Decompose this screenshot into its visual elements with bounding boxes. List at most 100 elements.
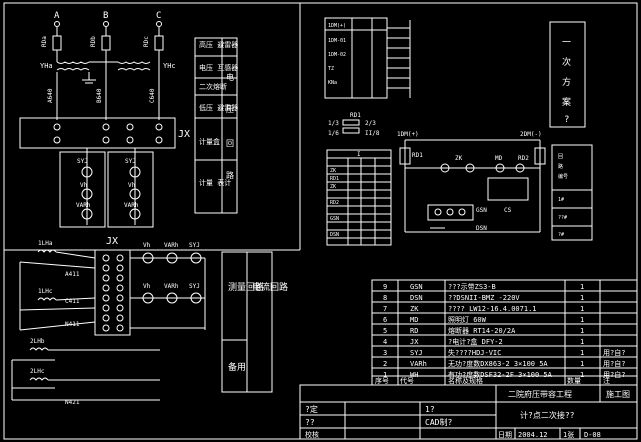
scheme-title-1: 一 bbox=[562, 38, 571, 48]
tb-cad-value: CAD制? bbox=[425, 417, 452, 427]
legend-lv-arrester: 低压 避雷器 bbox=[199, 103, 238, 112]
legend-side-3: 回 bbox=[226, 139, 234, 148]
bom-cell-no: 8 bbox=[383, 294, 387, 302]
fuse-c-label: RDc bbox=[143, 36, 150, 47]
bom-cell-note: 用?自? bbox=[603, 370, 625, 379]
jx-bottom-terminals bbox=[102, 254, 124, 332]
scheme-title-box bbox=[549, 21, 586, 128]
wire-a411-label: A411 bbox=[65, 271, 80, 278]
scheme-title-5: ? bbox=[564, 115, 569, 125]
fuse-a bbox=[52, 35, 62, 51]
cl-title-1: 回 bbox=[558, 154, 563, 160]
control-legend-table bbox=[551, 144, 593, 241]
bom-cell-no: 4 bbox=[383, 338, 387, 346]
zk-label: ZK bbox=[455, 155, 463, 162]
bom-cell-qty: 1 bbox=[580, 338, 584, 346]
bm-varh-2: VARh bbox=[164, 283, 179, 290]
tb-date-label: 日期 bbox=[498, 431, 512, 439]
tt-gsn: GSN bbox=[330, 216, 339, 222]
bottom-meter-row-1 bbox=[130, 252, 205, 264]
phase-b-label: B bbox=[103, 11, 108, 21]
meter-varh-right: VARh bbox=[124, 202, 139, 209]
jx-label-bottom: JX bbox=[106, 236, 118, 247]
ct-lc-coil bbox=[37, 297, 57, 301]
drawing-title: 计?点二次接?? bbox=[520, 410, 575, 420]
bom-cell-note: 用?自? bbox=[603, 359, 625, 368]
scheme-title-4: 案 bbox=[562, 96, 571, 108]
bom-cell-spec: ???? LW12-16.4.0071.1 bbox=[448, 305, 537, 313]
bom-cell-spec: ?电计?盒 DFY-2 bbox=[448, 337, 503, 346]
bom-cell-spec: 熔断器 RT14-20/2A bbox=[448, 326, 516, 335]
legend-vt: 电压 互感器 bbox=[199, 63, 238, 72]
jx-top-terminals bbox=[53, 123, 163, 144]
bom-cell-spec: 照明灯 60W bbox=[448, 315, 487, 324]
scheme-title-3: 方 bbox=[562, 76, 571, 88]
tb-approver-label: 校核 bbox=[305, 430, 319, 439]
phase-b-bus: B bbox=[101, 11, 111, 62]
phase-a-bus: A bbox=[52, 11, 62, 62]
yha-label: YHa bbox=[40, 62, 53, 70]
tb-drawing-no: D-08 bbox=[584, 431, 601, 439]
bom-cell-no: 3 bbox=[383, 349, 387, 357]
tt-rd2: RD2 bbox=[330, 200, 339, 206]
meter-vh-right: Vh bbox=[128, 182, 136, 189]
bom-cell-no: 5 bbox=[383, 327, 387, 335]
yhc-label: YHc bbox=[163, 62, 176, 70]
relay-panel bbox=[324, 17, 388, 99]
wire-c640-label: C640 bbox=[149, 88, 156, 103]
wire-a640-label: A640 bbox=[47, 88, 54, 103]
tb-designer-value: 1? bbox=[425, 405, 435, 414]
meter-column-right bbox=[107, 148, 154, 228]
cl-title-2: 路 bbox=[558, 163, 563, 170]
tb-checker-label: ?? bbox=[305, 418, 315, 427]
bom-header-code: 代号 bbox=[400, 376, 414, 385]
bottom-legend-3: 备用 bbox=[228, 361, 246, 373]
phase-c-bus: C bbox=[154, 11, 164, 62]
relay-ladder bbox=[387, 20, 411, 98]
project-name: 二院府压带容工程 bbox=[508, 389, 572, 399]
bom-cell-code: VARh bbox=[410, 360, 427, 368]
bom-cell-code: MD bbox=[410, 316, 418, 324]
bm-vh-2: Vh bbox=[143, 283, 151, 290]
bom-cell-no: 6 bbox=[383, 316, 387, 324]
ratio-1-6: 1/6 bbox=[328, 130, 339, 137]
wire-n411-label: N411 bbox=[65, 321, 80, 328]
bottom-legend-2: 电流回路 bbox=[252, 281, 288, 293]
meter-column-left bbox=[59, 148, 106, 228]
wire-2dm-label: 2DM(-) bbox=[520, 131, 542, 138]
bom-cell-qty: 1 bbox=[580, 305, 584, 313]
legend-secondary-fuse: 二次熔断 bbox=[199, 82, 227, 91]
voltage-transformer bbox=[56, 61, 160, 72]
bom-cell-code: RD bbox=[410, 327, 418, 335]
ratio-2-3: 2/3 bbox=[365, 120, 376, 127]
tt-zk2: ZK bbox=[330, 184, 336, 190]
bom-cell-qty: 1 bbox=[580, 283, 584, 291]
legend-side-4: 路 bbox=[226, 170, 234, 180]
bm-syj-1: SYJ bbox=[189, 242, 200, 249]
bom-cell-code: SYJ bbox=[410, 349, 423, 357]
legend-side-1: 电 bbox=[226, 72, 234, 82]
ct-2lc-label: 2LHc bbox=[30, 368, 45, 375]
phase-c-label: C bbox=[156, 11, 161, 21]
tb-sheet-value: 1张 bbox=[563, 430, 574, 439]
legend-meter: 计量 表计 bbox=[199, 178, 231, 187]
rd1-control-label: RD1 bbox=[412, 152, 423, 159]
bm-vh-1: Vh bbox=[143, 242, 151, 249]
bom-cell-qty: 1 bbox=[580, 349, 584, 357]
cl-row-3: ?# bbox=[558, 232, 564, 238]
meter-syj-right: SYJ bbox=[125, 158, 136, 165]
bom-cell-qty: 1 bbox=[580, 327, 584, 335]
drawing-stage: 施工图 bbox=[606, 389, 630, 399]
tt-dsn: DSN bbox=[330, 232, 339, 238]
cl-title-3: 编号 bbox=[558, 173, 568, 180]
bom-cell-qty: 1 bbox=[580, 371, 584, 379]
bom-cell-code: WH bbox=[410, 371, 418, 379]
rd1-label: RD1 bbox=[350, 112, 361, 119]
bom-cell-spec: ??DSNII-BMZ -220V bbox=[448, 294, 520, 302]
dsn-label: DSN bbox=[476, 225, 487, 232]
bm-varh-1: VARh bbox=[164, 242, 179, 249]
scheme-title-2: 次 bbox=[562, 56, 571, 68]
tt-zk: ZK bbox=[330, 168, 336, 174]
bom-header-note: 注 bbox=[603, 376, 610, 385]
